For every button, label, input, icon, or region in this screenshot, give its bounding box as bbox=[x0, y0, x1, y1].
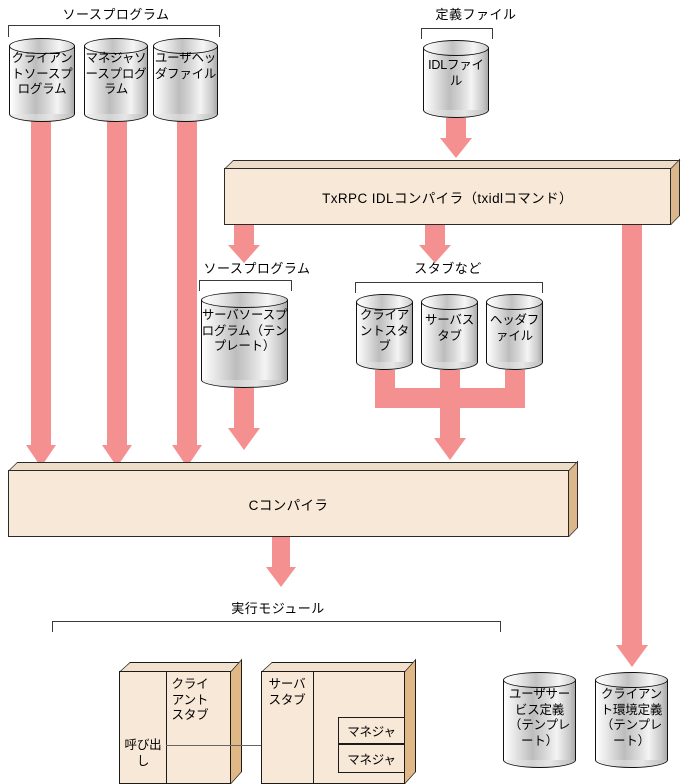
cylinder-label: クライアントスタブ bbox=[359, 308, 410, 353]
group-label-source-program-top: ソースプログラム bbox=[62, 7, 170, 22]
cylinder-label: クライアントソースプログラム bbox=[11, 51, 73, 96]
divider-client-box bbox=[166, 671, 167, 784]
arrow-shaft-compiler-to-client-env-def bbox=[622, 225, 642, 645]
arrow-head-user-header-to-c-compiler bbox=[172, 445, 202, 467]
process-box-c-compiler: Cコンパイラ bbox=[8, 460, 579, 537]
arrow-head-idl-to-compiler bbox=[440, 138, 472, 158]
arrow-head-stubs-to-c-compiler bbox=[434, 438, 466, 460]
cylinder-top bbox=[423, 40, 489, 56]
group-label-source-program-mid: ソースプログラム bbox=[203, 261, 311, 276]
cylinder-mask bbox=[596, 680, 667, 760]
divider-server-box bbox=[313, 671, 314, 784]
arrow-head-compiler-to-client-env-def bbox=[616, 645, 648, 667]
box-front-face: TxRPC IDLコンパイラ（txidlコマンド） bbox=[224, 168, 671, 225]
arrow-head-manager-source-to-c-compiler bbox=[102, 445, 132, 467]
box-side-face bbox=[671, 158, 680, 225]
cylinder-mask bbox=[422, 302, 477, 362]
cylinder-top bbox=[356, 294, 413, 310]
call-connector-line bbox=[166, 745, 336, 746]
box-front-face bbox=[119, 671, 231, 784]
group-label-definition-file: 定義ファイル bbox=[435, 7, 517, 22]
box-side-face bbox=[405, 658, 416, 784]
arrow-head-compiler-to-server-source bbox=[228, 245, 260, 263]
cylinder-header-file: ヘッダファイル bbox=[486, 294, 543, 370]
cylinder-label: IDLファイル bbox=[428, 58, 484, 88]
cylinder-top bbox=[503, 672, 576, 688]
group-label-execution-module: 実行モジュール bbox=[231, 601, 325, 616]
cylinder-label: マネジャソースプログラム bbox=[85, 51, 147, 96]
cylinder-top bbox=[201, 292, 288, 308]
arrow-shaft-c-compiler-to-execution-module bbox=[272, 537, 290, 569]
cylinder-user-header-file: ユーザヘッダファイル bbox=[153, 38, 218, 122]
execution-label-manager-1: マネジャ bbox=[347, 725, 396, 739]
arrow-shaft-compiler-to-server-source bbox=[234, 225, 254, 247]
cylinder-mask bbox=[487, 302, 542, 362]
cylinder-mask bbox=[424, 48, 488, 110]
cylinder-mask bbox=[357, 302, 412, 362]
arrow-shaft-server-source-to-c-compiler bbox=[234, 388, 254, 430]
cylinder-label: ユーザヘッダファイル bbox=[154, 51, 217, 81]
cylinder-label: サーバソースプログラム（テンプレート） bbox=[201, 308, 288, 353]
cylinder-top bbox=[153, 38, 218, 54]
cylinder-server-source-program: サーバソースプログラム（テンプレート） bbox=[201, 292, 288, 388]
cylinder-top bbox=[486, 294, 543, 310]
arrow-shaft-stubs-to-c-compiler bbox=[440, 388, 460, 440]
bracket-stubs-etc bbox=[355, 282, 543, 293]
cylinder-client-environment-definition: クライアント環境定義（テンプレート） bbox=[595, 672, 668, 768]
arrow-head-c-compiler-to-execution-module bbox=[266, 567, 296, 587]
cylinder-label: ヘッダファイル bbox=[489, 313, 540, 343]
cylinder-manager-source-program: マネジャソースプログラム bbox=[84, 38, 148, 122]
process-box-txrpc-idl-compiler: TxRPC IDLコンパイラ（txidlコマンド） bbox=[224, 158, 681, 225]
box-front-face: Cコンパイラ bbox=[8, 470, 569, 537]
cylinder-mask bbox=[154, 46, 217, 114]
arrow-shaft-compiler-to-stubs bbox=[425, 225, 445, 247]
bracket-source-program-mid bbox=[199, 280, 292, 291]
cylinder-client-source-program: クライアントソースプログラム bbox=[9, 38, 75, 122]
bracket-source-program-top bbox=[8, 25, 220, 37]
box-side-face bbox=[569, 460, 578, 537]
cylinder-mask bbox=[202, 300, 287, 380]
cylinder-mask bbox=[10, 46, 74, 114]
arrow-head-server-source-to-c-compiler bbox=[228, 428, 260, 450]
execution-label-client-stub: クライアントスタブ bbox=[171, 677, 209, 722]
arrow-shaft-client-source-to-c-compiler bbox=[31, 120, 51, 445]
cylinder-mask bbox=[85, 46, 147, 114]
cylinder-label: ユーザサービス定義（テンプレート） bbox=[508, 687, 571, 748]
cylinder-server-stub: サーバスタブ bbox=[421, 294, 478, 370]
arrow-shaft-manager-source-to-c-compiler bbox=[107, 120, 127, 445]
arrow-shaft-user-header-to-c-compiler bbox=[177, 120, 197, 445]
bracket-execution-module bbox=[52, 621, 501, 632]
execution-box-manager-2: マネジャ bbox=[338, 744, 405, 773]
process-label-c-compiler: Cコンパイラ bbox=[248, 497, 329, 513]
bracket-definition-file bbox=[421, 28, 493, 39]
cylinder-label: サーバスタブ bbox=[424, 313, 475, 343]
group-label-stubs-etc: スタブなど bbox=[414, 261, 482, 276]
cylinder-top bbox=[9, 38, 75, 54]
cylinder-label: クライアント環境定義（テンプレート） bbox=[600, 687, 663, 748]
arrow-head-compiler-to-stubs bbox=[419, 245, 451, 263]
cylinder-top bbox=[595, 672, 668, 688]
process-label-txrpc-idl-compiler: TxRPC IDLコンパイラ（txidlコマンド） bbox=[322, 190, 573, 206]
execution-box-manager-1: マネジャ bbox=[338, 717, 405, 744]
arrow-head-client-source-to-c-compiler bbox=[26, 445, 56, 467]
cylinder-top bbox=[84, 38, 148, 54]
box-side-face bbox=[231, 658, 242, 784]
arrow-shaft-idl-to-compiler bbox=[446, 118, 466, 140]
execution-label-manager-2: マネジャ bbox=[347, 753, 396, 767]
execution-label-call: 呼び出し bbox=[124, 738, 162, 768]
cylinder-idl-file: IDLファイル bbox=[423, 40, 489, 118]
execution-label-server-stub: サーバスタブ bbox=[268, 677, 306, 707]
execution-box-client bbox=[119, 658, 243, 784]
cylinder-mask bbox=[504, 680, 575, 760]
cylinder-user-service-definition: ユーザサービス定義（テンプレート） bbox=[503, 672, 576, 768]
cylinder-client-stub: クライアントスタブ bbox=[356, 294, 413, 370]
cylinder-top bbox=[421, 294, 478, 310]
